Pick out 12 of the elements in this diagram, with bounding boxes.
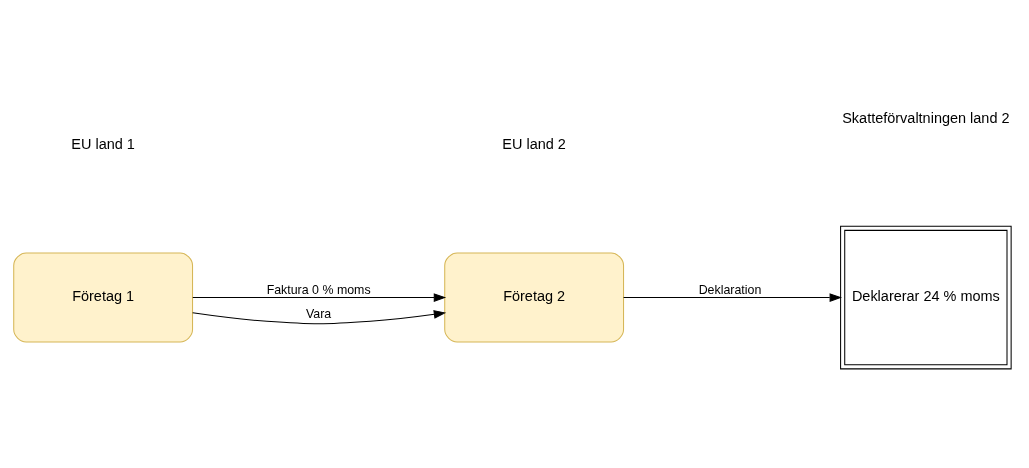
label: EU land 1 <box>71 135 135 152</box>
node-box: Företag 2 <box>444 252 625 342</box>
node-box: Företag 1 <box>13 252 194 342</box>
arrow <box>192 292 447 302</box>
arrow <box>192 309 447 324</box>
arrow <box>623 292 842 302</box>
edge-label: Faktura 0 % moms <box>266 282 371 297</box>
label: EU land 2 <box>502 135 566 152</box>
edge-label: Vara <box>306 306 332 321</box>
node-box: Deklarerar 24 % moms <box>840 225 1012 369</box>
edge-label: Deklaration <box>698 282 762 297</box>
label: Skatteförvaltningen land 2 <box>842 109 1010 126</box>
